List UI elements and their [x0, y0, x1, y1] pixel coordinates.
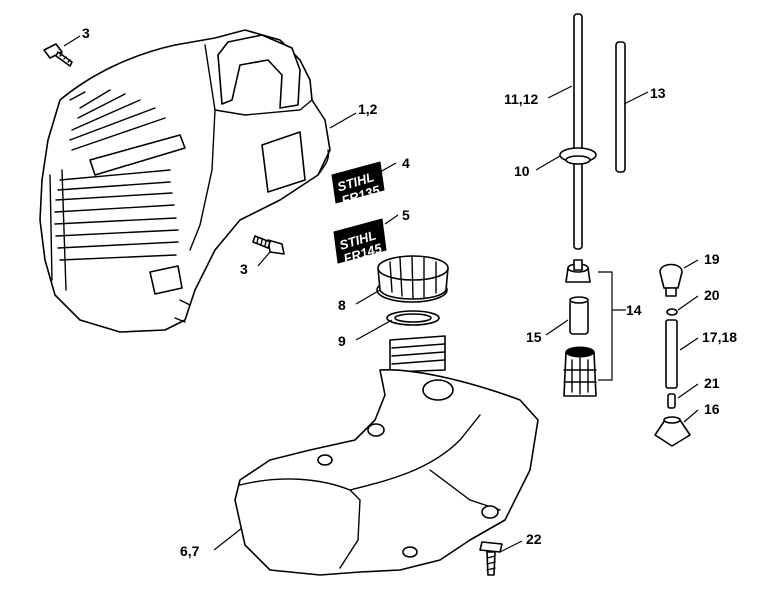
callout-22: 22: [526, 531, 542, 547]
callout-4: 4: [402, 155, 410, 171]
decal-fr135: STIHL FR135: [331, 161, 385, 208]
callout-20: 20: [704, 287, 720, 303]
bracket-14: [598, 271, 613, 381]
shroud-vents: [49, 89, 186, 295]
screw-top: [43, 43, 73, 67]
callout-11-12: 11,12: [504, 91, 538, 107]
vent-tube: [615, 41, 626, 173]
callout-3-side: 3: [240, 261, 248, 277]
engine-shroud: [39, 29, 331, 333]
weight-16: [654, 416, 691, 447]
fuel-tank: [234, 335, 539, 576]
callout-1-2: 1,2: [358, 101, 378, 117]
fuel-tube: [559, 13, 597, 250]
tank-screw: [479, 541, 503, 576]
decal-fr145: STIHL FR145: [333, 218, 387, 266]
callout-21: 21: [704, 375, 720, 391]
fuel-filter: [563, 346, 597, 397]
pickup-body: [565, 259, 591, 283]
callout-3-top: 3: [82, 25, 90, 41]
callout-15: 15: [526, 329, 542, 345]
callout-14: 14: [626, 302, 642, 318]
callout-5: 5: [402, 207, 410, 223]
callout-8: 8: [338, 297, 346, 313]
callout-17-18: 17,18: [702, 329, 737, 345]
clip-20: [666, 308, 678, 316]
leader-lines: [63, 35, 699, 553]
cap-seal: [386, 310, 440, 326]
spring-21: [667, 393, 676, 409]
callout-9: 9: [338, 333, 346, 349]
screw-side: [252, 235, 285, 255]
pickup-sleeve: [569, 296, 589, 335]
hose-1718: [665, 319, 678, 389]
callout-16: 16: [704, 401, 720, 417]
callout-19: 19: [704, 251, 720, 267]
callout-13: 13: [650, 85, 666, 101]
tank-cap: [376, 255, 449, 303]
callout-6-7: 6,7: [180, 543, 200, 559]
callout-labels: 3 1,2 4 5 3 8 9 6,7 22 11,12 13 10 14 15…: [82, 25, 737, 559]
weight-19: [659, 263, 683, 297]
callout-10: 10: [514, 163, 530, 179]
